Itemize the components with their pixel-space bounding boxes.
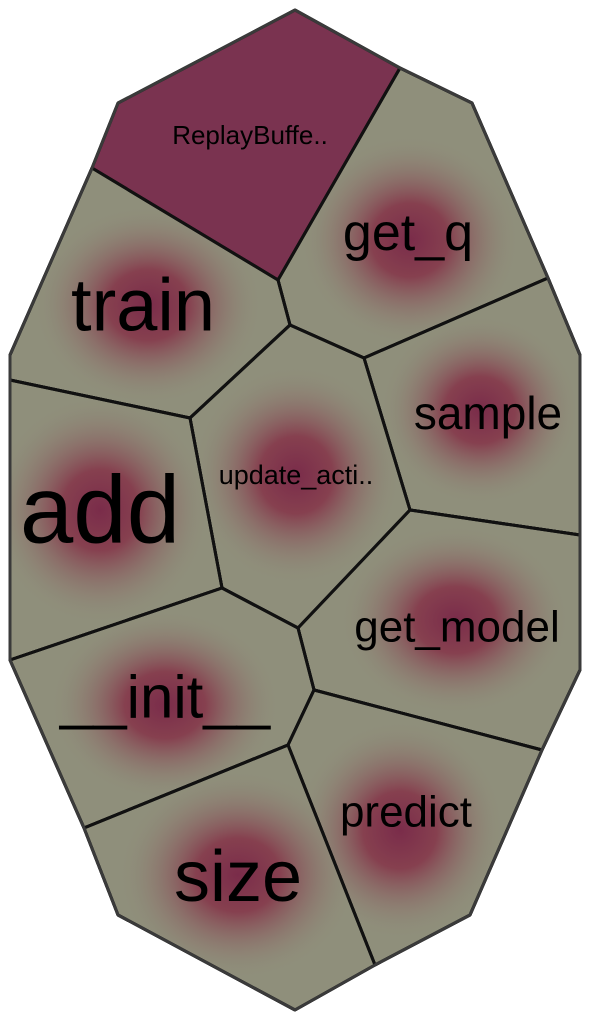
cell-glow [380, 315, 580, 505]
cell-label: ReplayBuffe.. [172, 120, 328, 150]
cell-label: add [20, 457, 180, 564]
voronoi-cell-add[interactable]: add [0, 378, 224, 662]
cell-glow [191, 365, 401, 585]
cell-glow [50, 610, 280, 800]
cell-label: get_model [354, 603, 559, 652]
voronoi-cell-get_q[interactable]: get_q [276, 66, 550, 360]
voronoi-cell-init[interactable]: __init__ [8, 586, 316, 830]
voronoi-cell-update_action[interactable]: update_acti.. [188, 323, 412, 630]
cell-glow [340, 525, 570, 715]
voronoi-cell-predict[interactable]: predict [286, 688, 544, 967]
cell-glow [33, 205, 263, 405]
cell-glow [10, 395, 210, 625]
cell-label: train [71, 264, 215, 347]
cell-label: __init__ [59, 664, 272, 731]
cell-glow [295, 720, 505, 940]
voronoi-cell-size[interactable]: size [82, 743, 377, 1012]
cell-glow [118, 770, 358, 980]
cell-label: get_q [343, 204, 473, 262]
cell-label: update_acti.. [219, 460, 374, 490]
voronoi-cell-train[interactable]: train [8, 166, 292, 420]
treemap-outline [8, 8, 582, 1012]
cell-label: predict [340, 788, 472, 837]
cell-glow [300, 135, 520, 345]
cell-label: size [174, 837, 302, 917]
cell-label: sample [414, 387, 562, 439]
voronoi-cell-get_model[interactable]: get_model [296, 508, 582, 752]
voronoi-cell-sample[interactable]: sample [362, 276, 582, 537]
